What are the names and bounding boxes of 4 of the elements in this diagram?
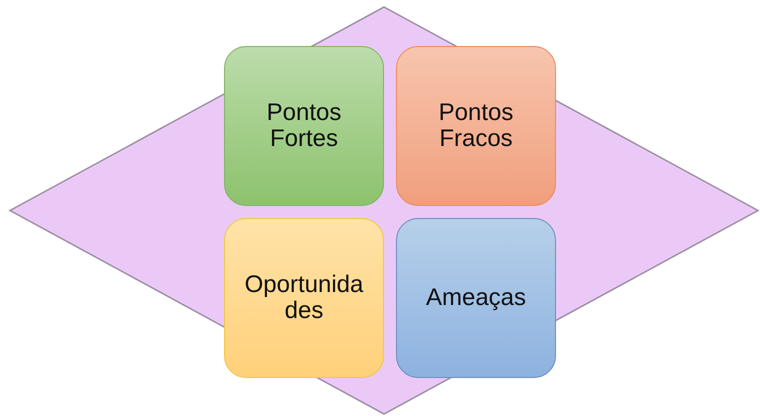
card-label: Ameaças xyxy=(426,284,526,312)
card-label: Pontos Fracos xyxy=(438,100,514,152)
card-label: Pontos Fortes xyxy=(266,100,342,152)
card-label: Oportunidades xyxy=(244,272,364,324)
